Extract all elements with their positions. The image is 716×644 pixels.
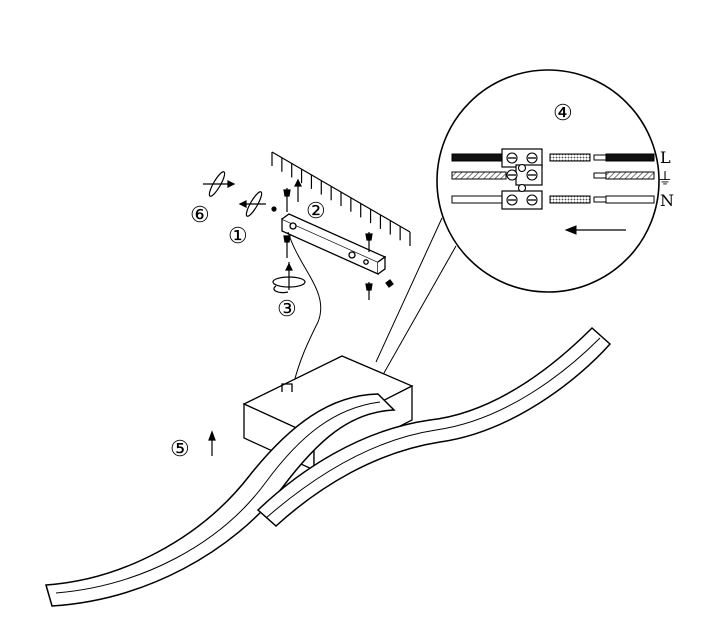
step-3-label: ③: [277, 297, 297, 322]
step-2-label: ②: [306, 199, 326, 224]
earth-icon: ⏚: [657, 169, 673, 188]
step-1-label: ①: [228, 224, 248, 249]
neutral-wire-label: N: [660, 191, 674, 210]
power-cable: [287, 231, 322, 383]
live-wire-label: L: [660, 148, 671, 167]
step-6-label: ⑥: [190, 203, 210, 228]
lift-arrow: [208, 430, 216, 456]
step-4-label: ④: [553, 101, 573, 126]
mounting-bracket: [281, 213, 387, 276]
bracket-screw: [272, 235, 306, 294]
decorative-caps: [203, 171, 277, 217]
step-5-label: ⑤: [170, 437, 190, 462]
led-arm-short: [256, 326, 612, 528]
wiring-detail-magnifier: [375, 69, 660, 381]
led-arm-long: [45, 393, 396, 607]
ceiling-screws: [283, 178, 394, 300]
ceiling-surface: [271, 151, 411, 246]
wiring-terminal-block: [451, 148, 655, 235]
